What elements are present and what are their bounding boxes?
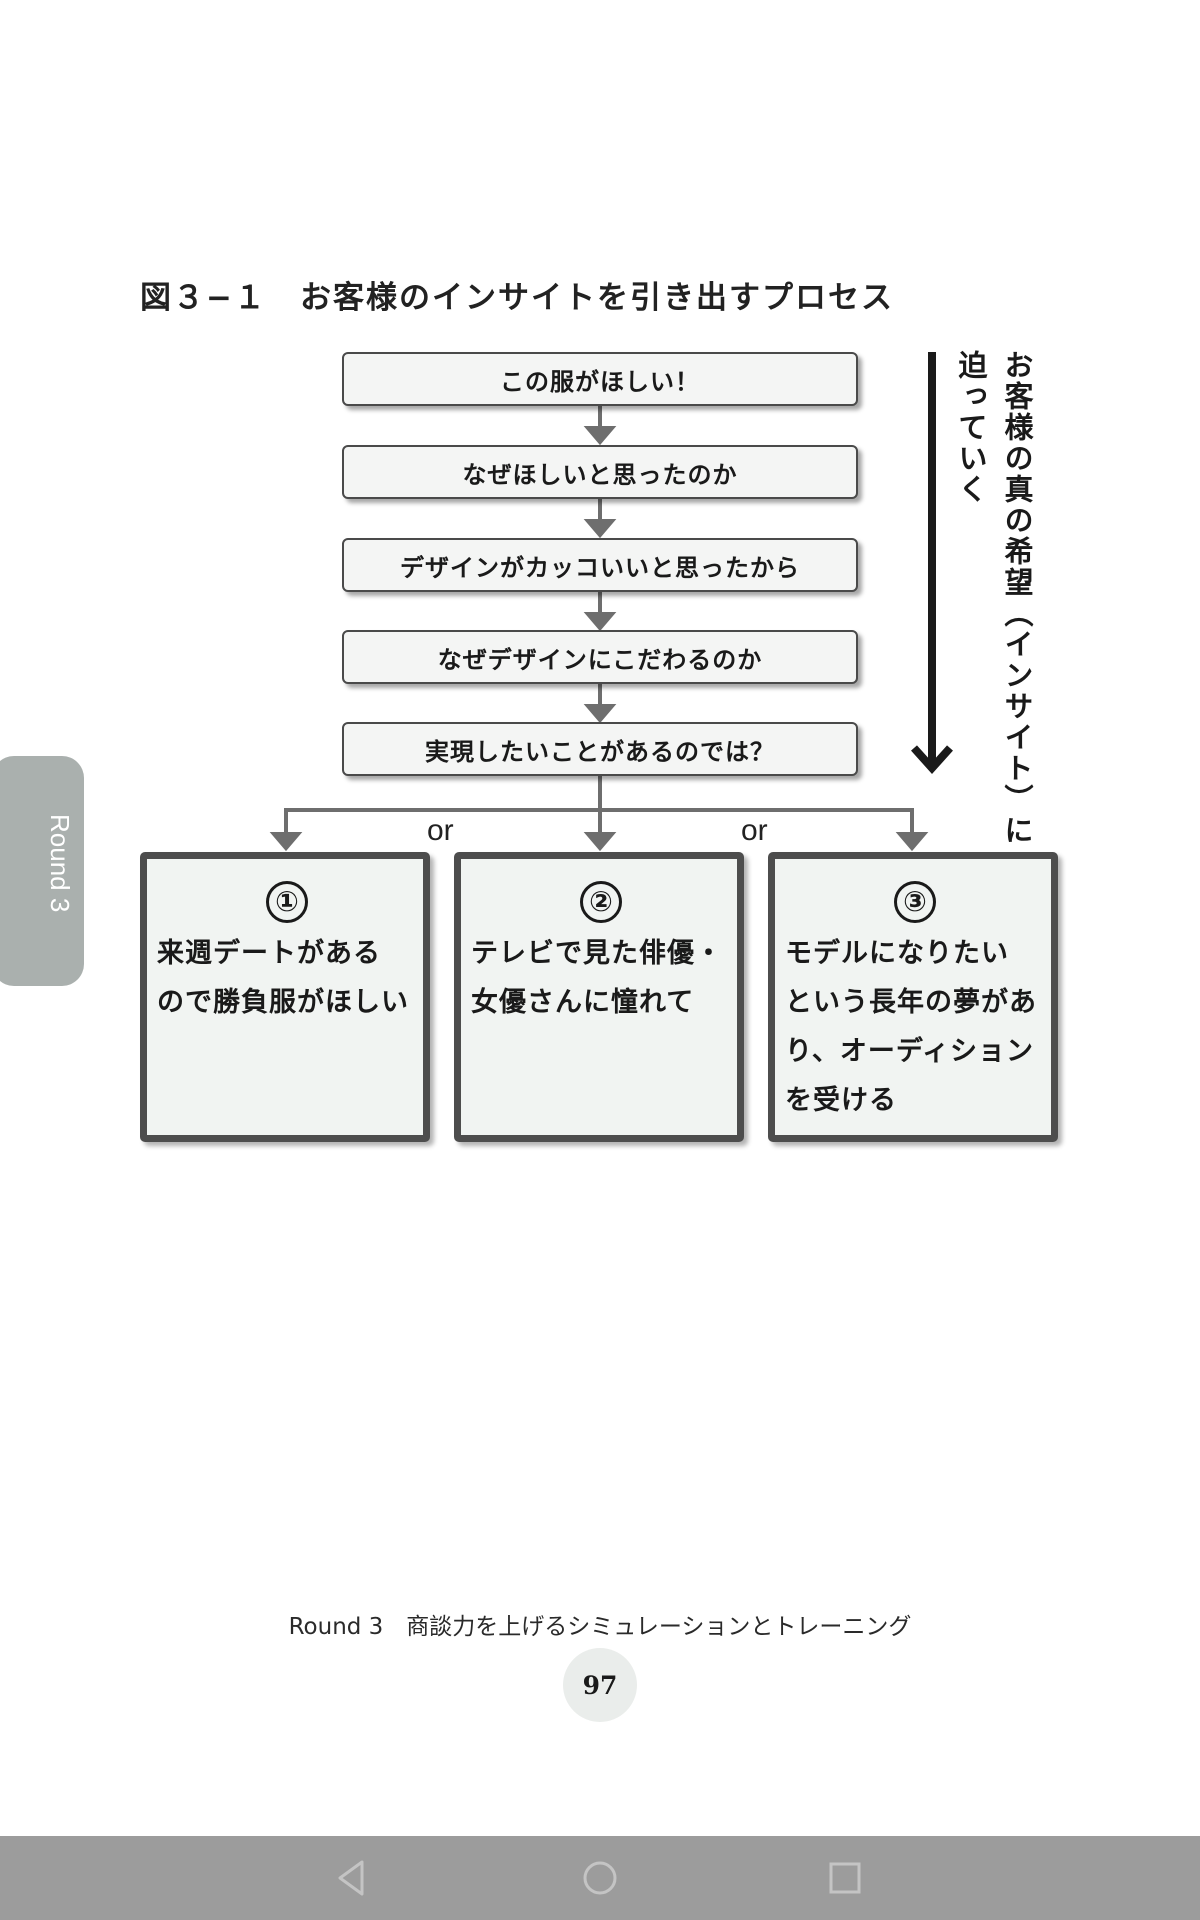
option-text-line: テレビで見た俳優・: [471, 938, 723, 969]
option-text-line: を受ける: [785, 1085, 897, 1116]
home-icon[interactable]: [578, 1856, 622, 1900]
page-number: 97: [563, 1648, 637, 1722]
option-number: ②: [580, 881, 622, 923]
side-text-insight: お客様の真の希望（インサイト）に: [1000, 350, 1034, 846]
arrowhead-3-4: [583, 612, 617, 632]
figure-title: 図３−１ お客様のインサイトを引き出すプロセス: [140, 280, 894, 316]
arrowhead-2-3: [583, 519, 617, 539]
step-box-2: なぜほしいと思ったのか: [342, 445, 858, 499]
chapter-side-tab-label: Round 3: [45, 814, 75, 913]
running-footer: Round 3 商談力を上げるシミュレーションとトレーニング: [288, 1614, 912, 1640]
recents-icon[interactable]: [823, 1856, 867, 1900]
option-text-line: という長年の夢があ: [785, 987, 1037, 1018]
option-text-line: モデルになりたい: [785, 938, 1009, 969]
option-text-line: ので勝負服がほしい: [157, 987, 409, 1018]
option-number: ③: [894, 881, 936, 923]
step-box-5: 実現したいことがあるのでは？: [342, 722, 858, 776]
arrowhead-option-3: [895, 832, 929, 852]
or-label-left: or: [427, 814, 454, 847]
arrowhead-option-1: [269, 832, 303, 852]
navigation-bar: [0, 1836, 1200, 1920]
side-text-approach: 迫っていく: [954, 350, 988, 505]
step-box-4: なぜデザインにこだわるのか: [342, 630, 858, 684]
option-box-2: ② テレビで見た俳優・ 女優さんに憧れて: [454, 852, 744, 1142]
arrowhead-4-5: [583, 704, 617, 724]
option-box-3: ③ モデルになりたい という長年の夢があ り、オーディション を受ける: [768, 852, 1058, 1142]
option-number: ①: [266, 881, 308, 923]
flow-connectors: [269, 352, 953, 852]
arrowhead-option-2: [583, 832, 617, 852]
down-arrow-icon: [911, 352, 953, 774]
step-box-3: デザインがカッコいいと思ったから: [342, 538, 858, 592]
option-box-1: ① 来週デートがある ので勝負服がほしい: [140, 852, 430, 1142]
or-label-right: or: [741, 814, 768, 847]
option-text-line: 来週デートがある: [157, 938, 381, 969]
chapter-side-tab: [0, 756, 84, 986]
back-icon[interactable]: [330, 1856, 374, 1900]
option-text-line: 女優さんに憧れて: [471, 987, 695, 1018]
arrowhead-1-2: [583, 426, 617, 446]
option-text-line: り、オーディション: [785, 1036, 1035, 1067]
step-box-1: この服がほしい！: [342, 352, 858, 406]
